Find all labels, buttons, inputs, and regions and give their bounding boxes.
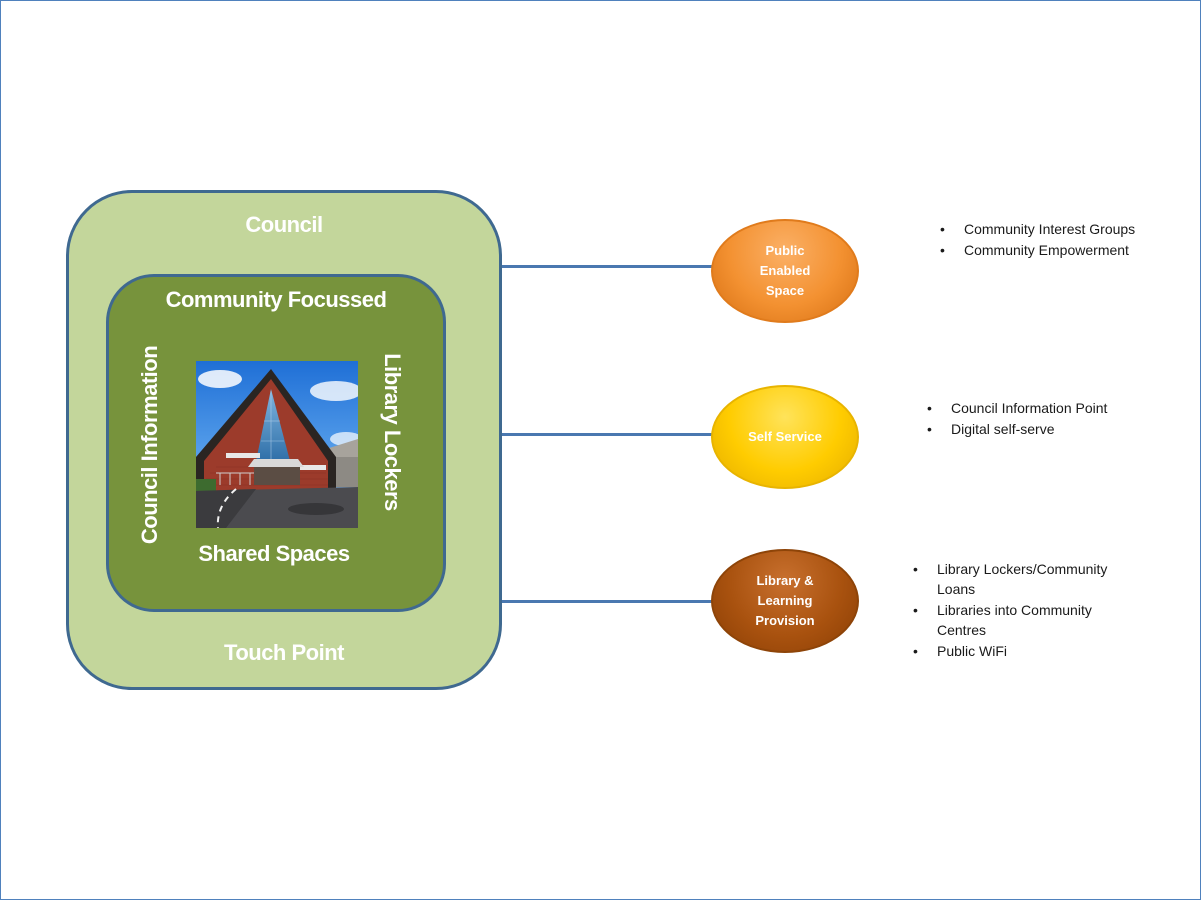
node-label-line: Space — [765, 283, 805, 299]
self-service-bullets: Council Information Point Digital self-s… — [927, 398, 1137, 440]
self-service-node: Self Service — [711, 385, 859, 489]
list-item: Public WiFi — [913, 641, 1133, 661]
list-item: Community Empowerment — [940, 240, 1150, 260]
touch-point-label: Touch Point — [224, 640, 344, 665]
connector-line-library — [502, 600, 713, 603]
library-lockers-label: Library Lockers — [380, 353, 405, 511]
list-item: Community Interest Groups — [940, 219, 1150, 239]
list-item: Digital self-serve — [927, 419, 1137, 439]
library-learning-provision-node: Library & Learning Provision — [711, 549, 859, 653]
node-label-line: Public — [765, 242, 805, 258]
library-learning-bullets: Library Lockers/Community Loans Librarie… — [913, 559, 1133, 662]
connector-line-public — [502, 265, 713, 268]
list-item: Library Lockers/Community Loans — [913, 559, 1133, 599]
node-label-line: Library & — [756, 572, 814, 588]
community-focussed-label: Community Focussed — [165, 287, 387, 312]
building-illustration — [196, 361, 358, 528]
node-label-line: Enabled — [759, 262, 811, 278]
public-enabled-space-node: Public Enabled Space — [711, 219, 859, 323]
public-enabled-space-bullets: Community Interest Groups Community Empo… — [940, 219, 1150, 261]
council-information-label: Council Information — [137, 345, 162, 545]
shared-spaces-label: Shared Spaces — [198, 541, 350, 566]
connector-line-self — [502, 433, 713, 436]
list-item: Libraries into Community Centres — [913, 600, 1133, 640]
list-item: Council Information Point — [927, 398, 1137, 418]
community-centre-photo — [196, 361, 358, 528]
council-label: Council — [245, 212, 323, 237]
node-label-line: Learning — [757, 592, 813, 608]
node-label-line: Provision — [755, 613, 815, 629]
node-label-line: Self Service — [748, 428, 822, 444]
